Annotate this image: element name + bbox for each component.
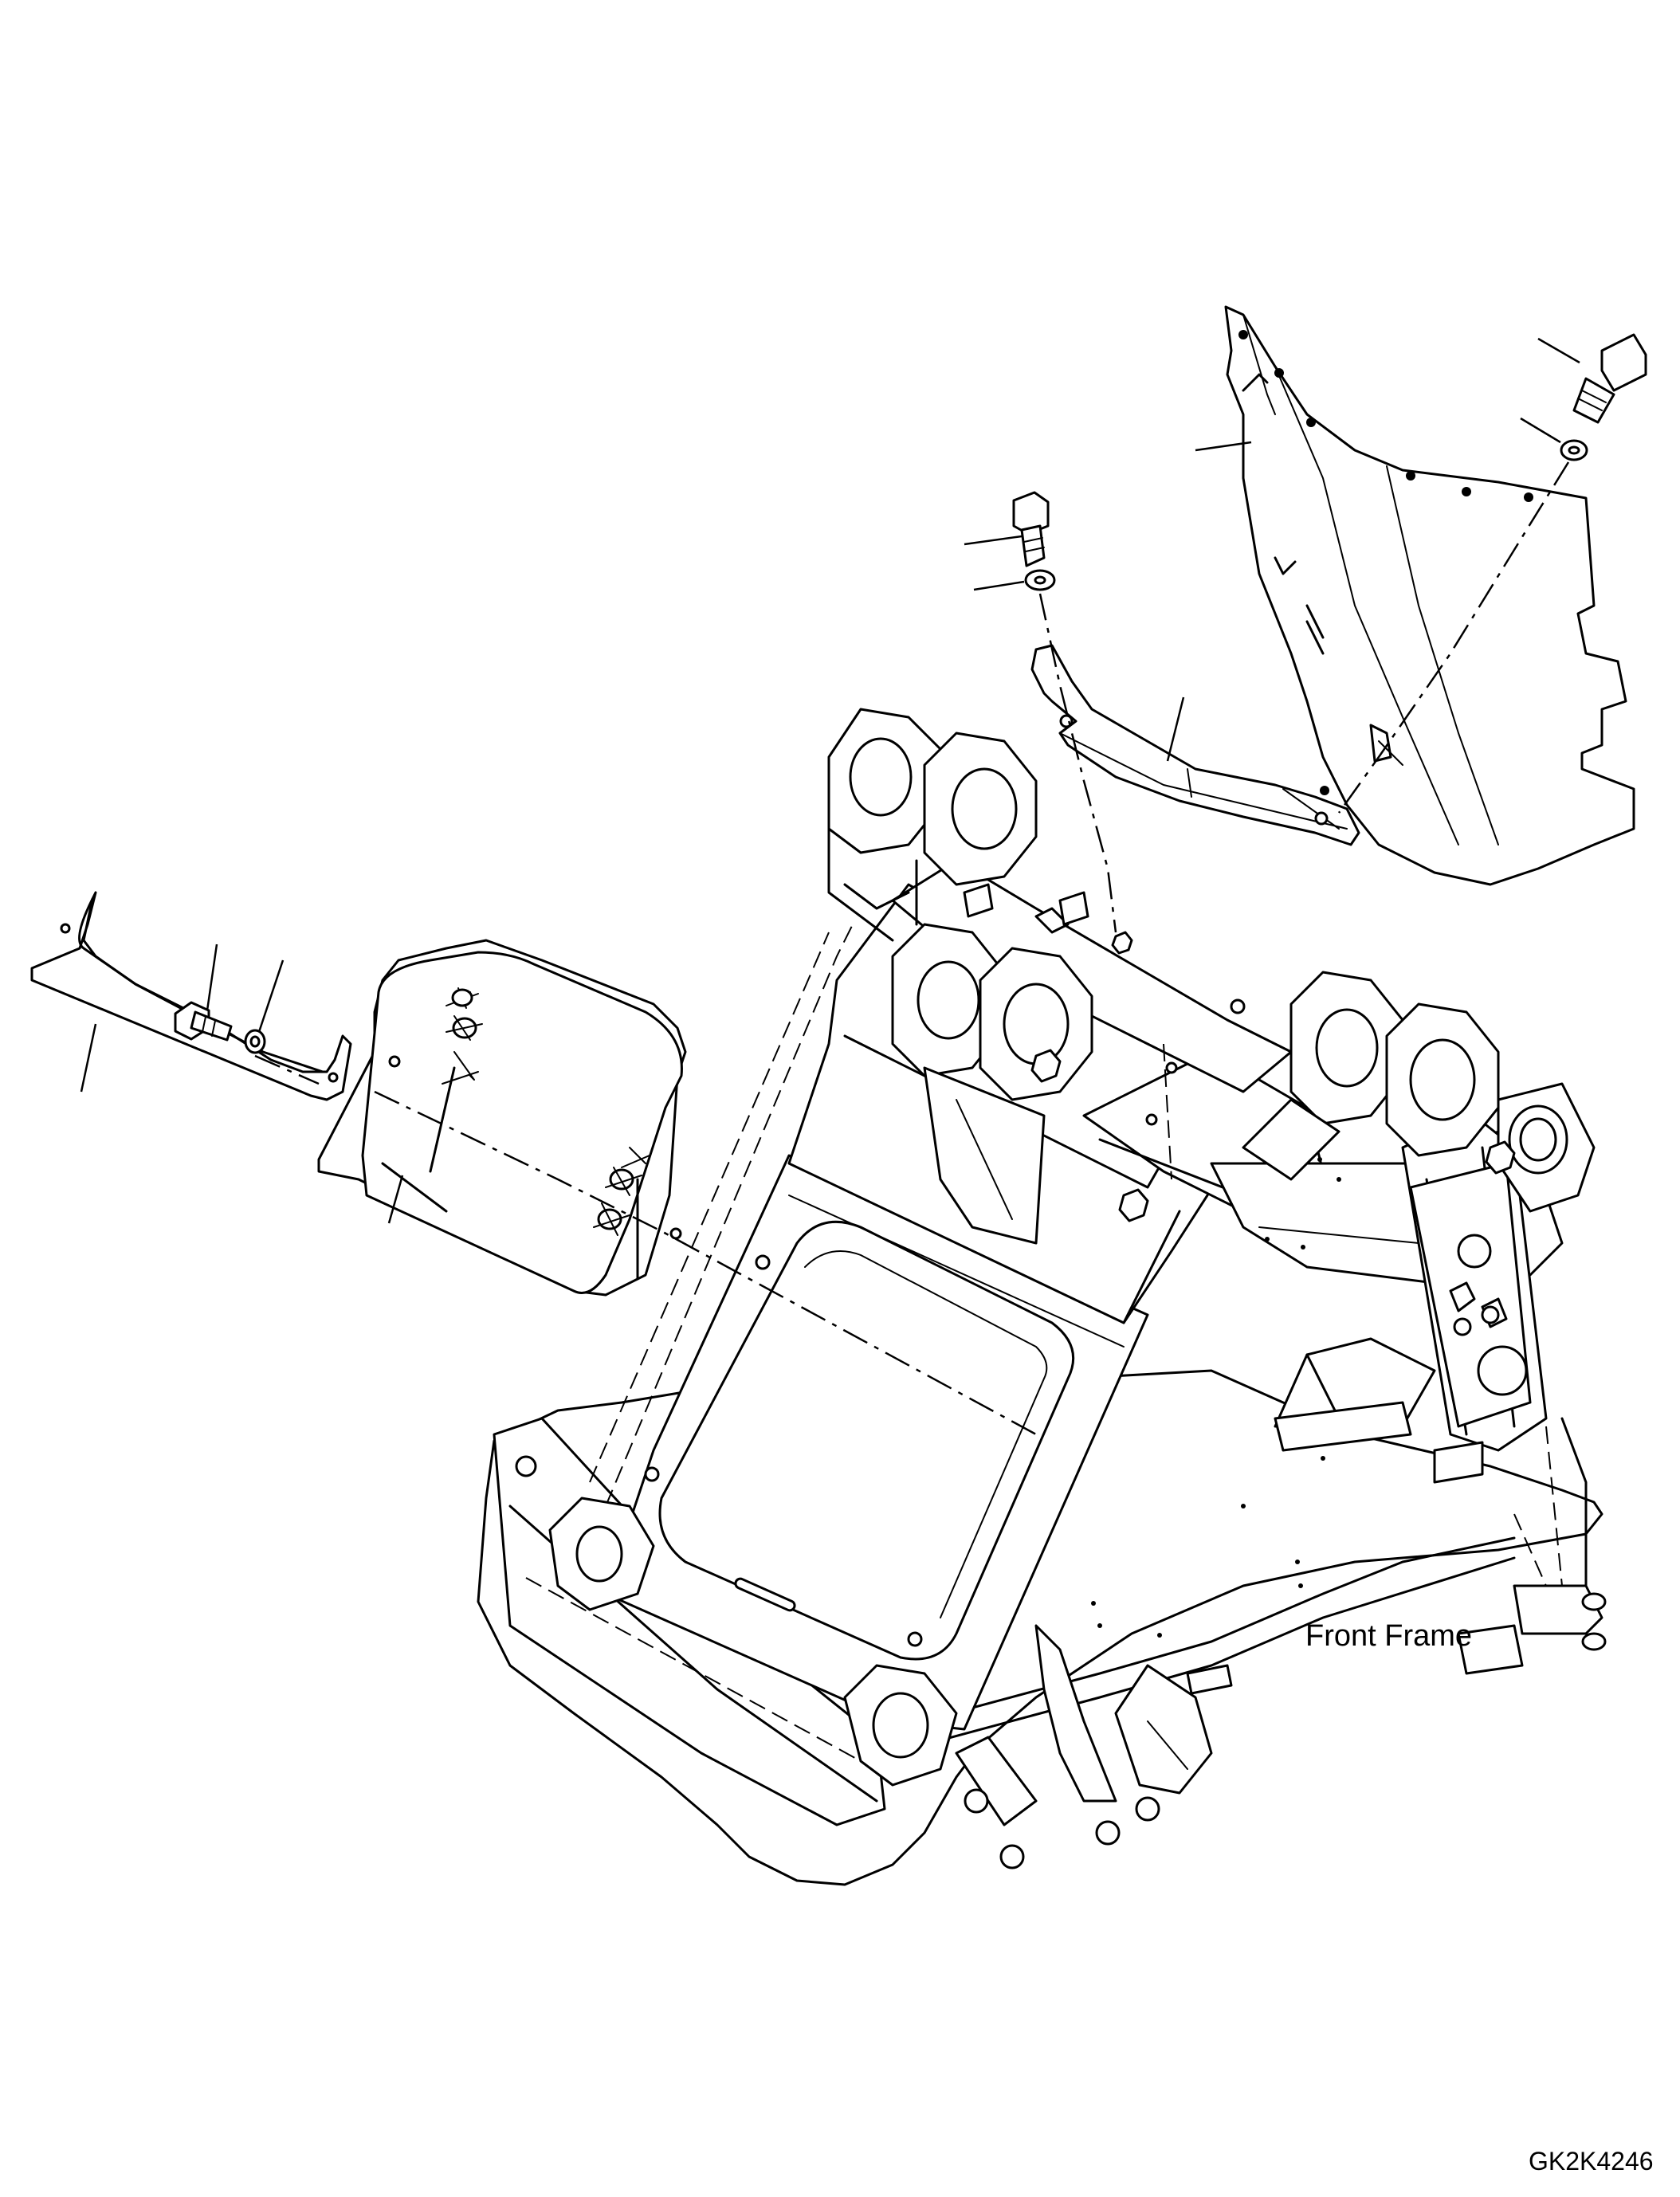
washer-upper-right [1560,439,1588,461]
leader-lines [80,337,1580,1224]
washer-left [244,1029,266,1054]
front-frame [477,708,1607,1886]
washer-upper-center [1024,569,1056,591]
front-frame-label: Front Frame [1305,1619,1473,1653]
assembly-lines [254,461,1570,1436]
rounded-cover-plate [317,939,687,1297]
bolt-left [174,1001,233,1042]
left-guard-plate [30,891,352,1101]
drawing-id-label: GK2K4246 [1529,2147,1654,2175]
bolt-upper-center [1012,491,1050,567]
upper-cover-plate [1224,305,1635,886]
bolt-upper-right [1572,333,1647,424]
cover-bracket [1030,644,1360,846]
stud-crosses [388,987,682,1240]
